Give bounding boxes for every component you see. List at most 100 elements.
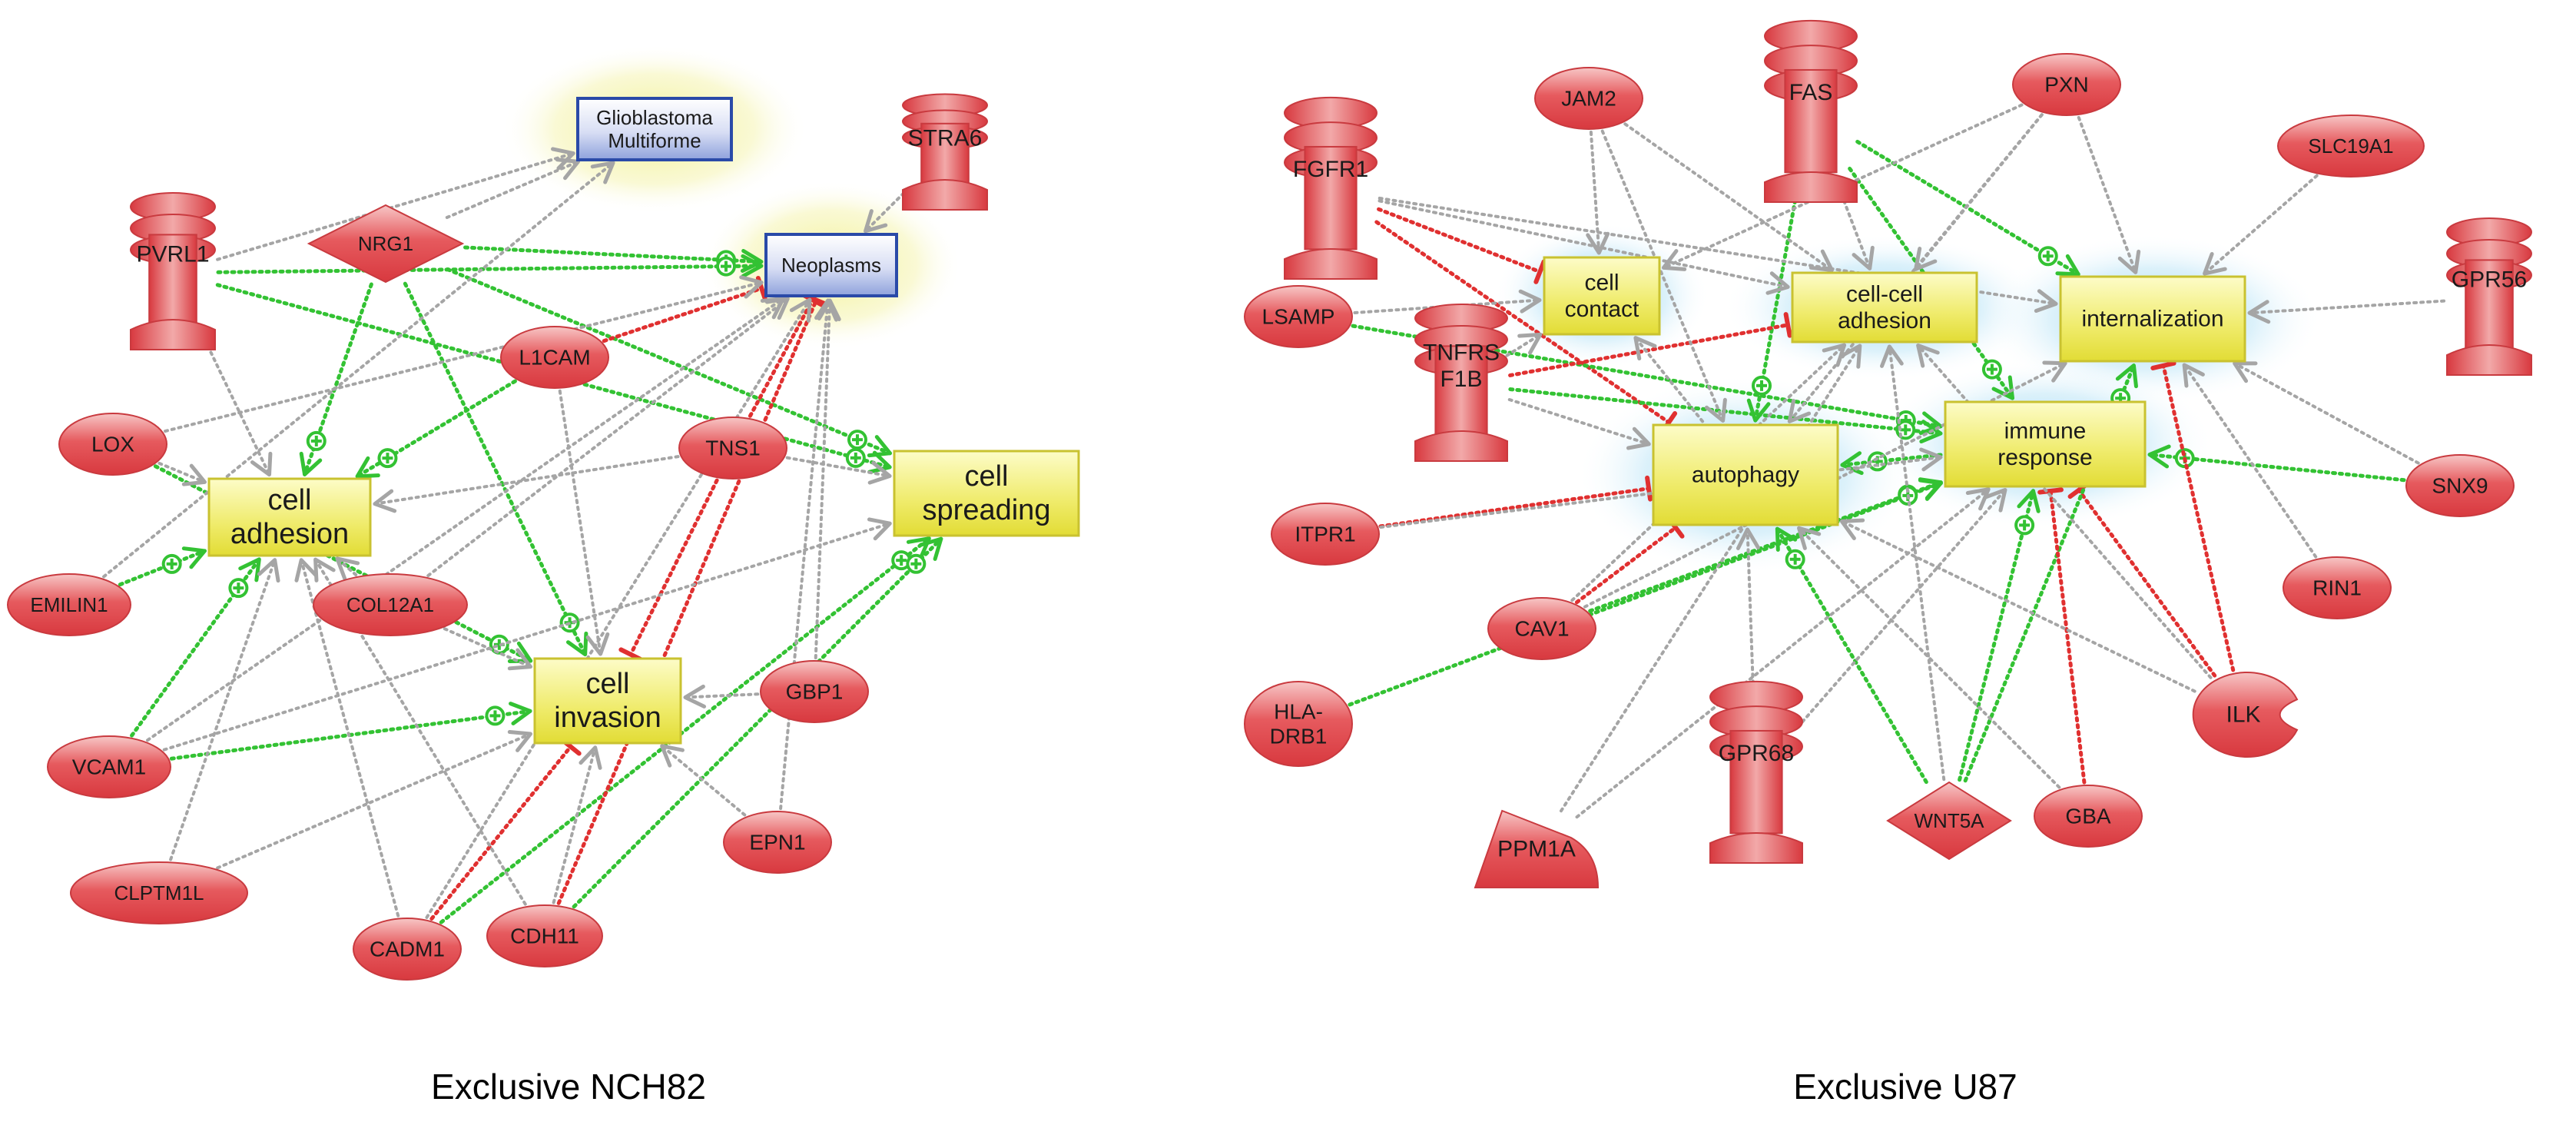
gene-ellipse-icon [1271,503,1380,566]
gene-ellipse-icon [2283,556,2392,619]
node-internalization[interactable]: internalization [2059,275,2246,363]
node-pxn[interactable]: PXN [2012,53,2121,116]
node-label: contact [1565,297,1639,322]
node-ppm1a[interactable]: PPM1A [1474,809,1600,888]
node-cadm1[interactable]: CADM1 [353,918,462,981]
node-slc19a1[interactable]: SLC19A1 [2277,114,2425,178]
node-neoplasms[interactable]: Neoplasms [764,233,898,297]
edge-slc19a1-to-intl [2203,174,2319,276]
node-ilk[interactable]: ILK [2192,672,2299,758]
node-emilin1[interactable]: EMILIN1 [7,573,131,636]
gene-ellipse-icon [486,904,603,967]
node-label: EMILIN1 [30,593,108,616]
node-label: ILK [2226,702,2260,728]
node-label: internalization [2081,307,2223,332]
node-col12a1[interactable]: COL12A1 [313,573,468,636]
edge-nrg1-to-cinv [403,281,588,657]
node-label: cell [585,668,629,700]
edge-gba-to-imm [2037,487,2087,785]
node-hla-drb1[interactable]: HLA-DRB1 [1244,681,1353,767]
node-label: TNS1 [705,436,761,460]
edge-tnfrsf1b-to-ccon [1505,332,1543,357]
edge-gbp1-to-neo [814,298,841,660]
node-label: cell [964,460,1008,493]
edge-pvrl1-to-cadh [200,332,273,477]
node-label: PVRL1 [136,242,209,267]
edge-jam2-to-auto [1600,129,1727,423]
ligand-diamond-icon [307,204,465,284]
gene-ellipse-icon [1534,67,1643,130]
node-cav1[interactable]: CAV1 [1487,597,1596,660]
edge-tnfrsf1b-to-ccadh [1508,312,1792,377]
node-stra6[interactable]: STRA6 [902,93,988,211]
node-epn1[interactable]: EPN1 [723,811,832,874]
node-rin1[interactable]: RIN1 [2283,556,2392,619]
node-label: FGFR1 [1293,157,1368,182]
node-clptm1l[interactable]: CLPTM1L [70,861,248,924]
edge-gbp1-to-cinv [683,684,760,709]
edge-fas-to-auto [1746,198,1798,423]
edge-vcam1-to-cadh [130,557,261,738]
node-lsamp[interactable]: LSAMP [1244,285,1353,348]
node-cdh11[interactable]: CDH11 [486,904,603,967]
node-gba[interactable]: GBA [2034,785,2143,848]
gene-ellipse-icon [723,811,832,874]
edge-stra6-to-neo [864,186,910,234]
node-fas[interactable]: FAS [1764,19,1858,203]
node-nrg1[interactable]: NRG1 [307,204,465,284]
node-label: SNX9 [2432,474,2488,498]
node-label: SLC19A1 [2308,134,2393,158]
ligand-diamond-icon [1886,781,2012,861]
edge-epn1-to-cinv [660,744,747,817]
node-gbp1[interactable]: GBP1 [760,660,869,723]
node-jam2[interactable]: JAM2 [1534,67,1643,130]
edge-wnt5a-to-auto [1775,526,1928,785]
edge-col12a1-to-cadh [335,556,360,581]
nodes-layer: GlioblastomaMultiformeNeoplasmsSTRA6NRG1… [7,19,2532,981]
gene-ellipse-icon [1244,681,1353,767]
kinase-icon [2192,672,2299,758]
panel-caption-u87: Exclusive U87 [1793,1067,2017,1107]
node-label: PXN [2044,73,2089,97]
node-wnt5a[interactable]: WNT5A [1886,781,2012,861]
node-itpr1[interactable]: ITPR1 [1271,503,1380,566]
node-tns1[interactable]: TNS1 [678,416,787,480]
edge-pvrl1-to-gm [216,147,575,261]
node-label: RIN1 [2312,576,2362,600]
node-autophagy[interactable]: autophagy [1652,423,1839,526]
edge-itpr1-to-auto [1378,475,1653,529]
node-snx9[interactable]: SNX9 [2405,454,2515,517]
gene-ellipse-icon [47,735,171,798]
node-gpr68[interactable]: GPR68 [1709,680,1803,864]
edge-nrg1-to-cadh [299,282,373,476]
node-l1cam[interactable]: L1CAM [500,326,609,389]
edge-cadm1-to-cadh [294,558,400,918]
node-label: WNT5A [1915,809,1985,832]
node-vcam1[interactable]: VCAM1 [47,735,171,798]
node-fgfr1[interactable]: FGFR1 [1284,96,1378,280]
edge-pxn-to-intl [2077,115,2141,274]
edge-wnt5a-to-imm [1958,489,2041,782]
node-label: CLPTM1L [114,881,204,904]
node-gpr56[interactable]: GPR56 [2446,217,2532,376]
edge-fgfr1-to-ccon [1377,207,1547,284]
gene-ellipse-icon [2405,454,2515,517]
gene-ellipse-icon [760,660,869,723]
node-label: Glioblastoma [596,106,713,129]
node-label: EPN1 [749,831,805,855]
node-pvrl1[interactable]: PVRL1 [130,192,216,350]
edge-wnt5a-to-ccadh [1880,344,1946,782]
node-lox[interactable]: LOX [58,413,167,476]
edge-lox-to-neo [164,275,764,433]
gene-ellipse-icon [500,326,609,389]
